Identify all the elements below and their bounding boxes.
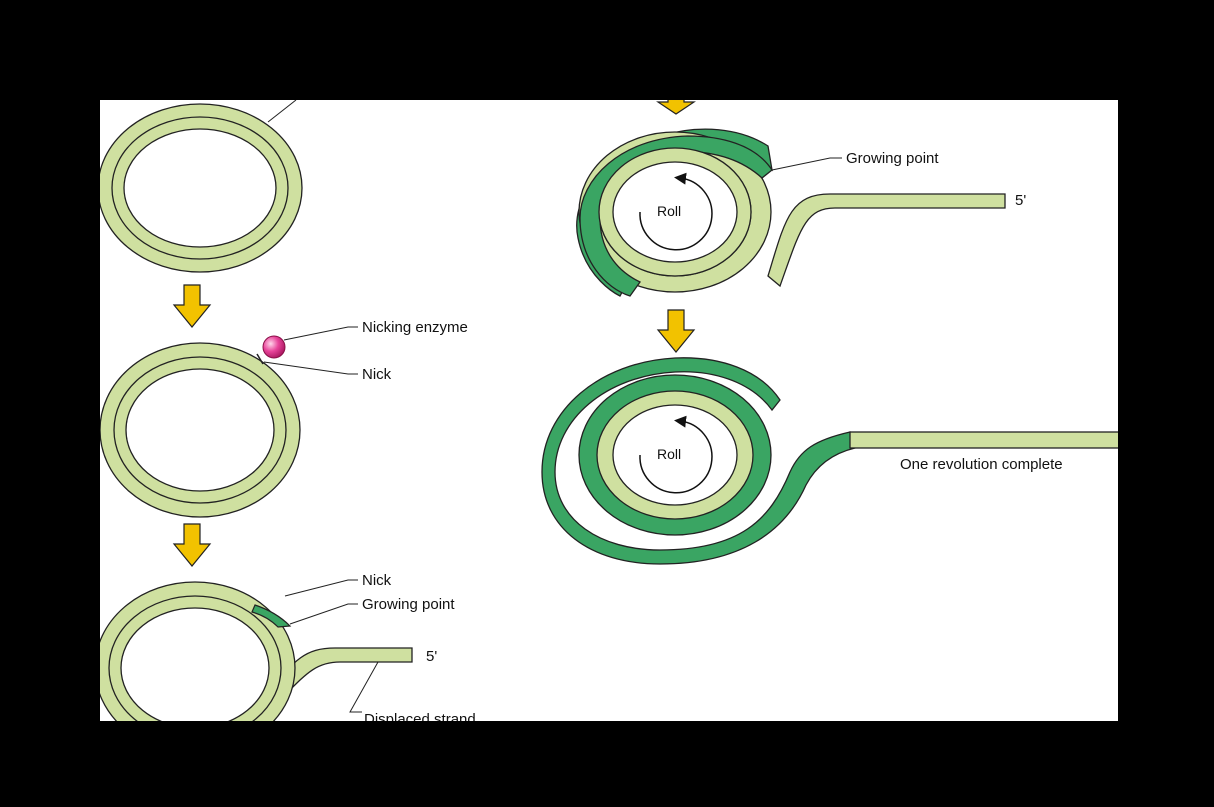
down-arrow-icon	[174, 285, 210, 327]
growing-point-leader-2	[772, 158, 842, 170]
growing-point-leader-1	[290, 604, 358, 624]
circle-step-nicked	[100, 343, 300, 517]
circle-step-intact	[100, 100, 302, 272]
down-arrow-icon	[658, 310, 694, 352]
down-arrow-icon	[658, 100, 694, 114]
growing-point-label-2: Growing point	[846, 150, 939, 167]
growing-point-label-1: Growing point	[362, 596, 455, 613]
five-prime-label-2: 5'	[1015, 192, 1026, 209]
nicking-enzyme-leader	[284, 327, 358, 340]
rolling-circle-diagram: Nicking enzyme Nick Nick Growing point	[100, 100, 1118, 721]
five-prime-label-1: 5'	[426, 648, 437, 665]
down-arrow-icon	[174, 524, 210, 566]
nick-leader-1	[264, 362, 358, 374]
roll-label-2: Roll	[657, 446, 681, 462]
roll-label-1: Roll	[657, 203, 681, 219]
nick-label-1: Nick	[362, 366, 392, 383]
displaced-strand-leader	[350, 662, 378, 712]
one-revolution-label: One revolution complete	[900, 456, 1063, 473]
displaced-strand-label: Displaced strand	[364, 711, 476, 721]
nick-leader-2	[285, 580, 358, 596]
nick-label-2: Nick	[362, 572, 392, 589]
nicking-enzyme-icon	[263, 336, 285, 358]
diagram-panel: Nicking enzyme Nick Nick Growing point	[100, 100, 1118, 721]
nicking-enzyme-label: Nicking enzyme	[362, 319, 468, 336]
circle-step-rolling	[577, 129, 1005, 296]
